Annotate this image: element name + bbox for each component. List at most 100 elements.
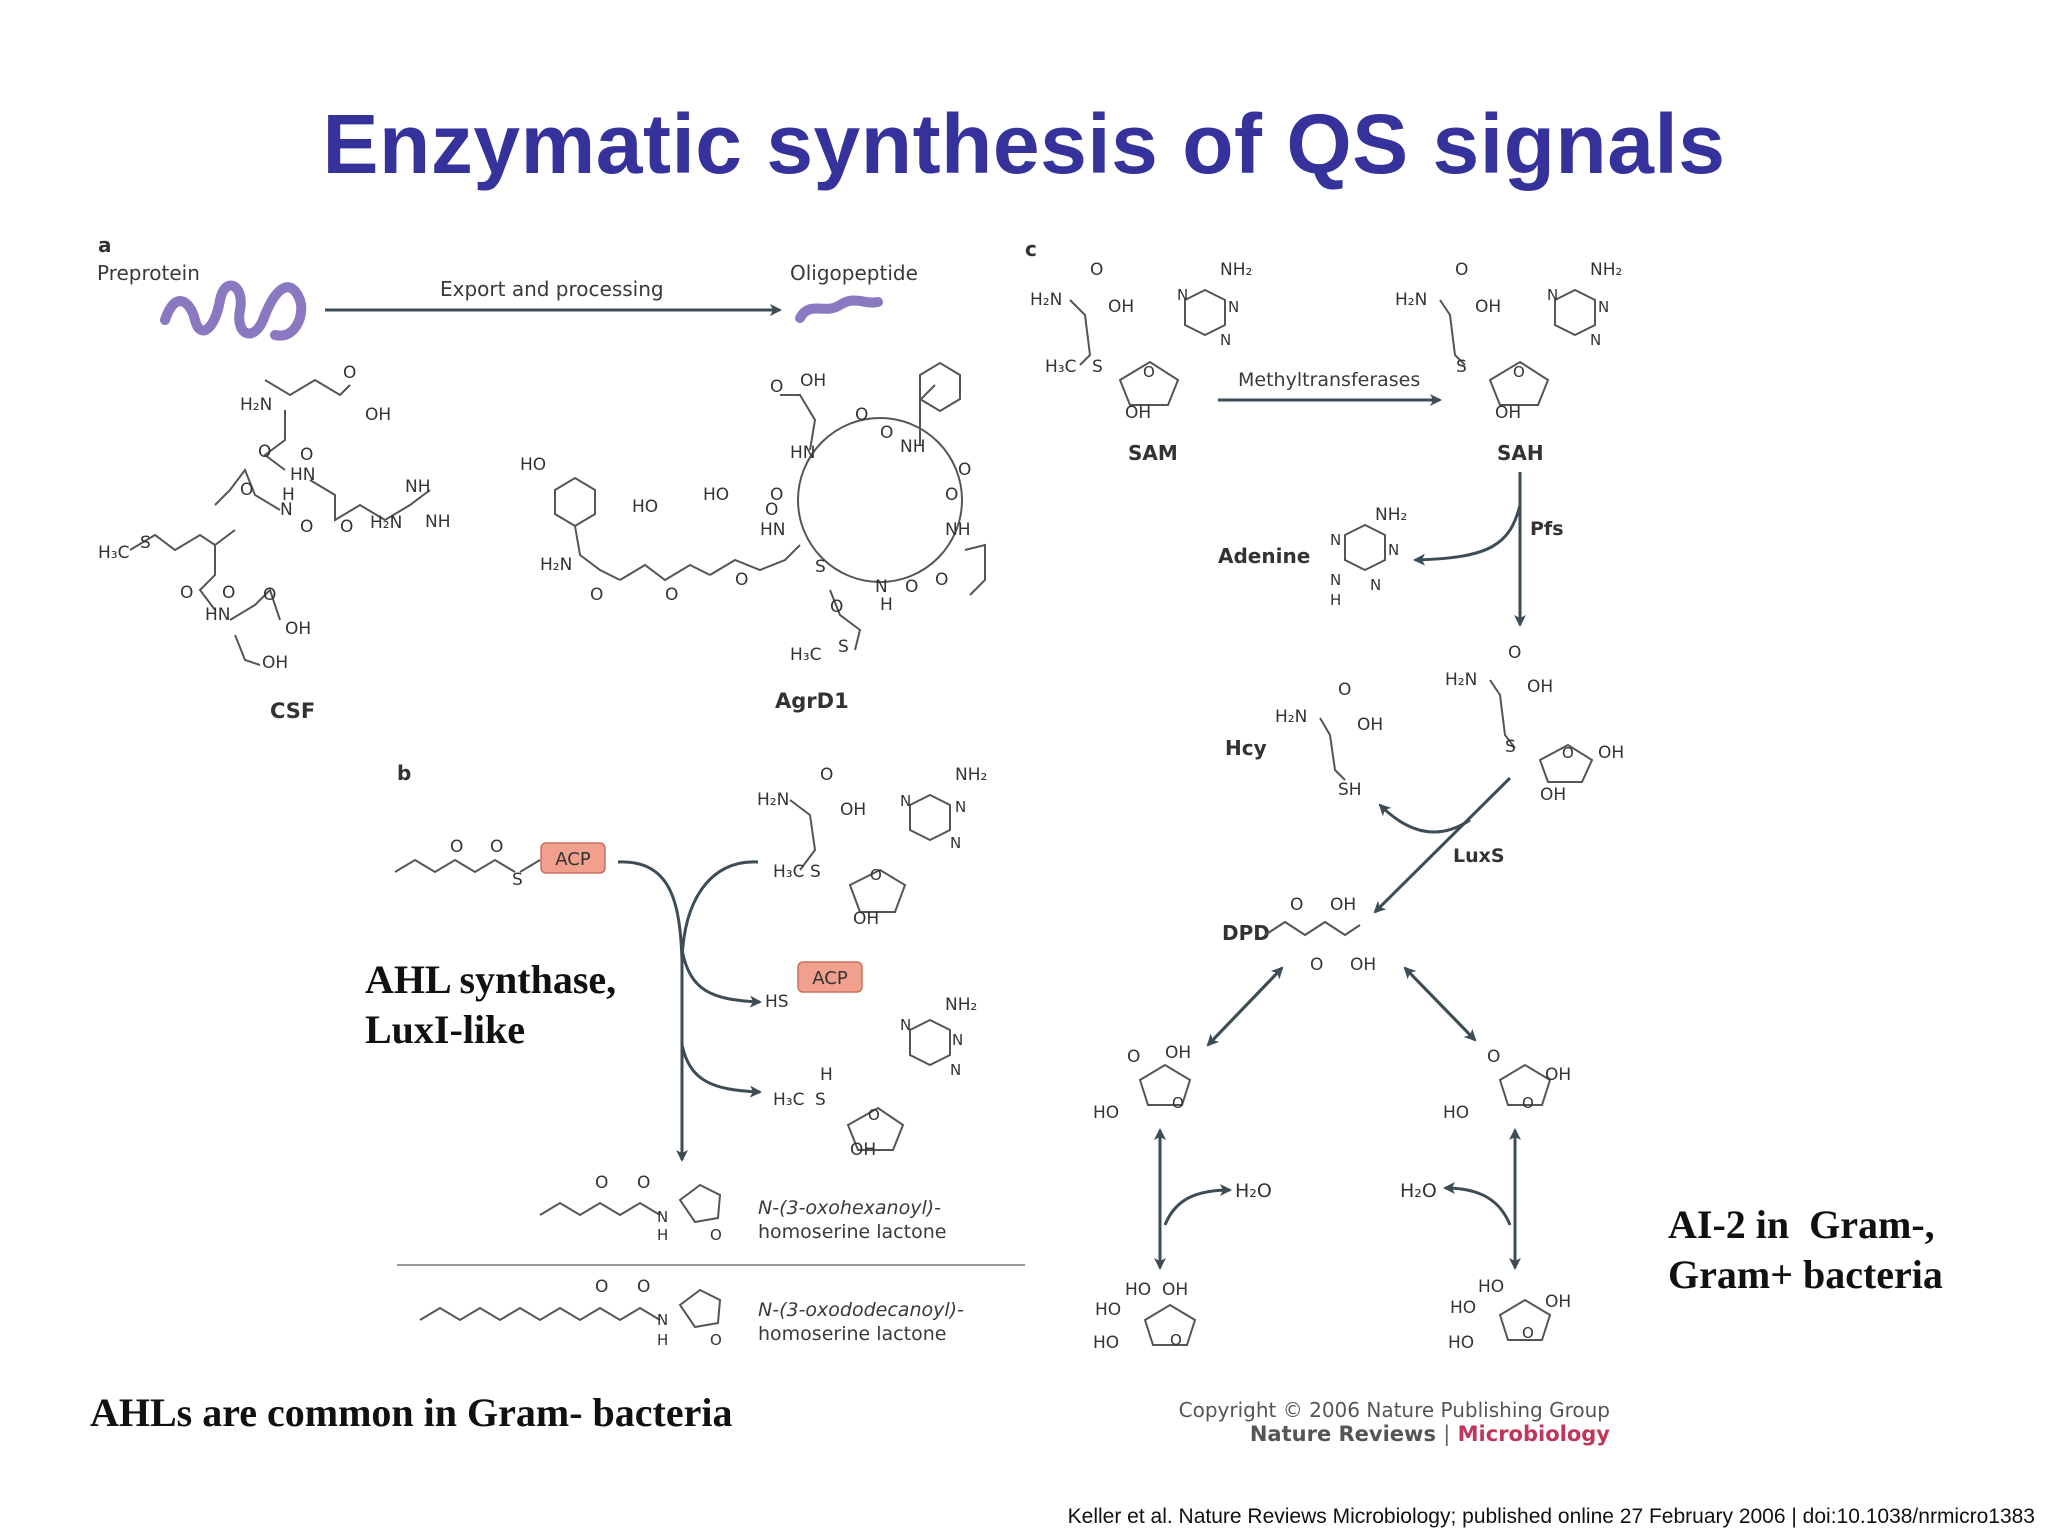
svg-text:OH: OH: [1527, 677, 1553, 697]
svg-text:O: O: [765, 500, 778, 520]
svg-text:O: O: [1562, 744, 1574, 762]
svg-text:OH: OH: [1165, 1043, 1191, 1063]
dhmf-right-structure: O OH HO O: [1443, 1047, 1571, 1123]
adenine-release-arrow: [1413, 504, 1522, 566]
svg-text:O: O: [340, 517, 353, 537]
svg-text:H: H: [880, 595, 893, 615]
svg-text:O: O: [1170, 1331, 1182, 1349]
acp-label-released: ACP: [812, 968, 848, 989]
svg-text:OH: OH: [1545, 1065, 1571, 1085]
svg-text:H₂N: H₂N: [1030, 290, 1062, 310]
svg-text:OH: OH: [1495, 403, 1521, 423]
svg-text:NH₂: NH₂: [955, 765, 987, 785]
svg-text:S: S: [815, 557, 826, 577]
svg-text:OH: OH: [1540, 785, 1566, 805]
svg-text:O: O: [1513, 363, 1525, 381]
svg-text:O: O: [450, 837, 463, 857]
left-to-dpd-arrow: [1206, 966, 1284, 1047]
svg-text:O: O: [1090, 260, 1103, 280]
preprotein-chain: [160, 280, 307, 341]
svg-text:O: O: [595, 1173, 608, 1193]
hcy-release-arrow: [1378, 803, 1471, 834]
svg-text:O: O: [870, 866, 882, 884]
svg-text:NH₂: NH₂: [1375, 505, 1407, 525]
svg-text:O: O: [300, 517, 313, 537]
oligopeptide-chain: [795, 295, 883, 323]
ahl-product-2-line2: homoserine lactone: [758, 1323, 946, 1345]
svg-text:N: N: [1330, 531, 1341, 549]
svg-text:O: O: [1455, 260, 1468, 280]
svg-text:O: O: [905, 577, 918, 597]
svg-text:O: O: [1522, 1324, 1534, 1342]
svg-text:O: O: [1127, 1047, 1140, 1067]
svg-text:N: N: [657, 1311, 668, 1329]
svg-text:S: S: [512, 870, 523, 890]
pfs-label: Pfs: [1530, 518, 1564, 540]
right-water-arrow: [1443, 1182, 1512, 1226]
svg-text:N: N: [657, 1208, 668, 1226]
svg-text:H: H: [657, 1331, 668, 1349]
svg-text:OH: OH: [1108, 297, 1134, 317]
journal-name-b: Microbiology: [1457, 1422, 1610, 1446]
acp-label: ACP: [555, 849, 591, 870]
panel-a-letter: a: [98, 233, 112, 257]
svg-text:O: O: [263, 585, 276, 605]
sah-structure: H₂N O OH S O OH NH₂ N N N: [1395, 260, 1622, 423]
dhmf-left-structure: O OH HO O: [1093, 1043, 1192, 1123]
svg-text:H₂N: H₂N: [1395, 290, 1427, 310]
svg-text:O: O: [1290, 895, 1303, 915]
svg-text:HO: HO: [1443, 1103, 1469, 1123]
svg-text:O: O: [880, 423, 893, 443]
ahl-product-2-structure: O O N H O: [419, 1277, 722, 1349]
svg-text:S: S: [815, 1090, 826, 1110]
srh-structure: H₂N O OH S O OH OH: [1445, 643, 1624, 805]
svg-text:H₃C: H₃C: [98, 543, 129, 563]
svg-text:O: O: [240, 480, 253, 500]
svg-text:H₂N: H₂N: [757, 790, 789, 810]
mta-structure: H H₃C S O OH NH₂ N N N: [773, 995, 977, 1160]
svg-text:O: O: [665, 585, 678, 605]
svg-text:HO: HO: [1095, 1300, 1121, 1320]
left-water-label: H₂O: [1235, 1180, 1272, 1202]
svg-text:N: N: [950, 1061, 961, 1079]
journal-brand: Nature Reviews | Microbiology: [1110, 1422, 1610, 1446]
svg-text:N: N: [952, 1031, 963, 1049]
svg-text:H: H: [282, 485, 295, 505]
hs-label: HS: [765, 992, 789, 1012]
svg-text:N: N: [1228, 298, 1239, 316]
svg-text:OH: OH: [1125, 403, 1151, 423]
svg-text:O: O: [1487, 1047, 1500, 1067]
svg-text:OH: OH: [1357, 715, 1383, 735]
svg-text:OH: OH: [285, 619, 311, 639]
luxs-label: LuxS: [1453, 845, 1505, 867]
svg-text:HN: HN: [205, 605, 231, 625]
acp-box-released: [797, 961, 863, 993]
svg-text:HO: HO: [520, 455, 546, 475]
svg-text:O: O: [258, 442, 271, 462]
svg-text:O: O: [945, 485, 958, 505]
svg-text:O: O: [868, 1106, 880, 1124]
svg-text:OH: OH: [1545, 1292, 1571, 1312]
svg-text:HO: HO: [1125, 1280, 1151, 1300]
export-processing-label: Export and processing: [440, 277, 664, 301]
svg-text:O: O: [1172, 1094, 1184, 1112]
svg-text:N: N: [1370, 576, 1381, 594]
svg-text:H₃C: H₃C: [1045, 357, 1076, 377]
svg-text:H₂N: H₂N: [240, 395, 272, 415]
svg-text:S: S: [810, 862, 821, 882]
acyl-acp-structure: O O S: [394, 837, 541, 890]
csf-structure: H₂N O OH O O HN NH H₂N NH H N O O O H₃C …: [98, 363, 451, 673]
svg-text:S: S: [838, 637, 849, 657]
acp-box: [540, 842, 606, 874]
svg-text:OH: OH: [1475, 297, 1501, 317]
svg-text:O: O: [1508, 643, 1521, 663]
svg-text:H: H: [657, 1226, 668, 1244]
citation: Keller et al. Nature Reviews Microbiolog…: [1067, 1505, 2035, 1528]
left-water-arrow: [1163, 1184, 1232, 1226]
ahl-product-2-line1: N-(3-oxododecanoyl)-: [758, 1299, 964, 1321]
dpd-label: DPD: [1222, 921, 1270, 945]
svg-text:OH: OH: [853, 909, 879, 929]
sam-structure-b: H₂N O OH H₃C S O OH NH₂ N N N: [757, 765, 987, 929]
svg-text:S: S: [1505, 737, 1516, 757]
svg-text:HO: HO: [1093, 1103, 1119, 1123]
